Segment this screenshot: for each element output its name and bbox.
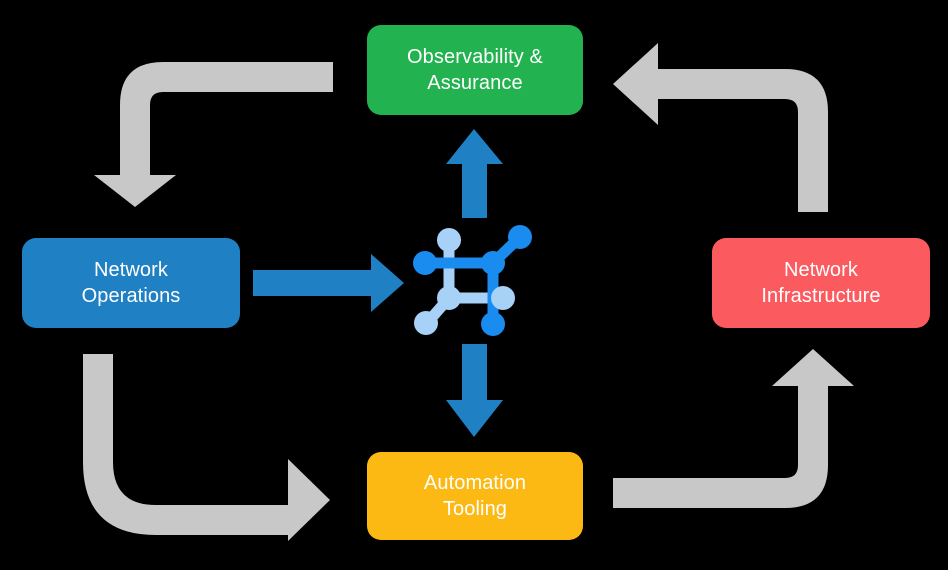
node-box-automation[interactable]: Automation Tooling	[367, 452, 583, 540]
node-label-operations: Network Operations	[81, 258, 181, 307]
topology-nodes-light	[414, 228, 515, 335]
node-label-infrastructure: Network Infrastructure	[761, 258, 881, 307]
flow-arrow-observability-to-operations	[94, 62, 333, 207]
accent-arrow-center-to-automation	[446, 344, 503, 437]
accent-arrow-center-to-observability	[446, 129, 503, 218]
flow-arrow-automation-to-infrastructure	[613, 349, 854, 508]
node-box-observability[interactable]: Observability & Assurance	[367, 25, 583, 115]
node-label-observability: Observability & Assurance	[407, 45, 543, 94]
topology-nodes-dark	[413, 225, 532, 336]
node-label-automation: Automation Tooling	[423, 471, 527, 520]
flow-arrow-infrastructure-to-observability	[613, 43, 828, 212]
network-topology-icon	[413, 225, 532, 336]
node-box-infrastructure[interactable]: Network Infrastructure	[712, 238, 930, 328]
node-box-operations[interactable]: Network Operations	[22, 238, 240, 328]
accent-arrow-operations-to-center	[253, 254, 404, 312]
flow-arrow-operations-to-automation	[83, 354, 330, 541]
